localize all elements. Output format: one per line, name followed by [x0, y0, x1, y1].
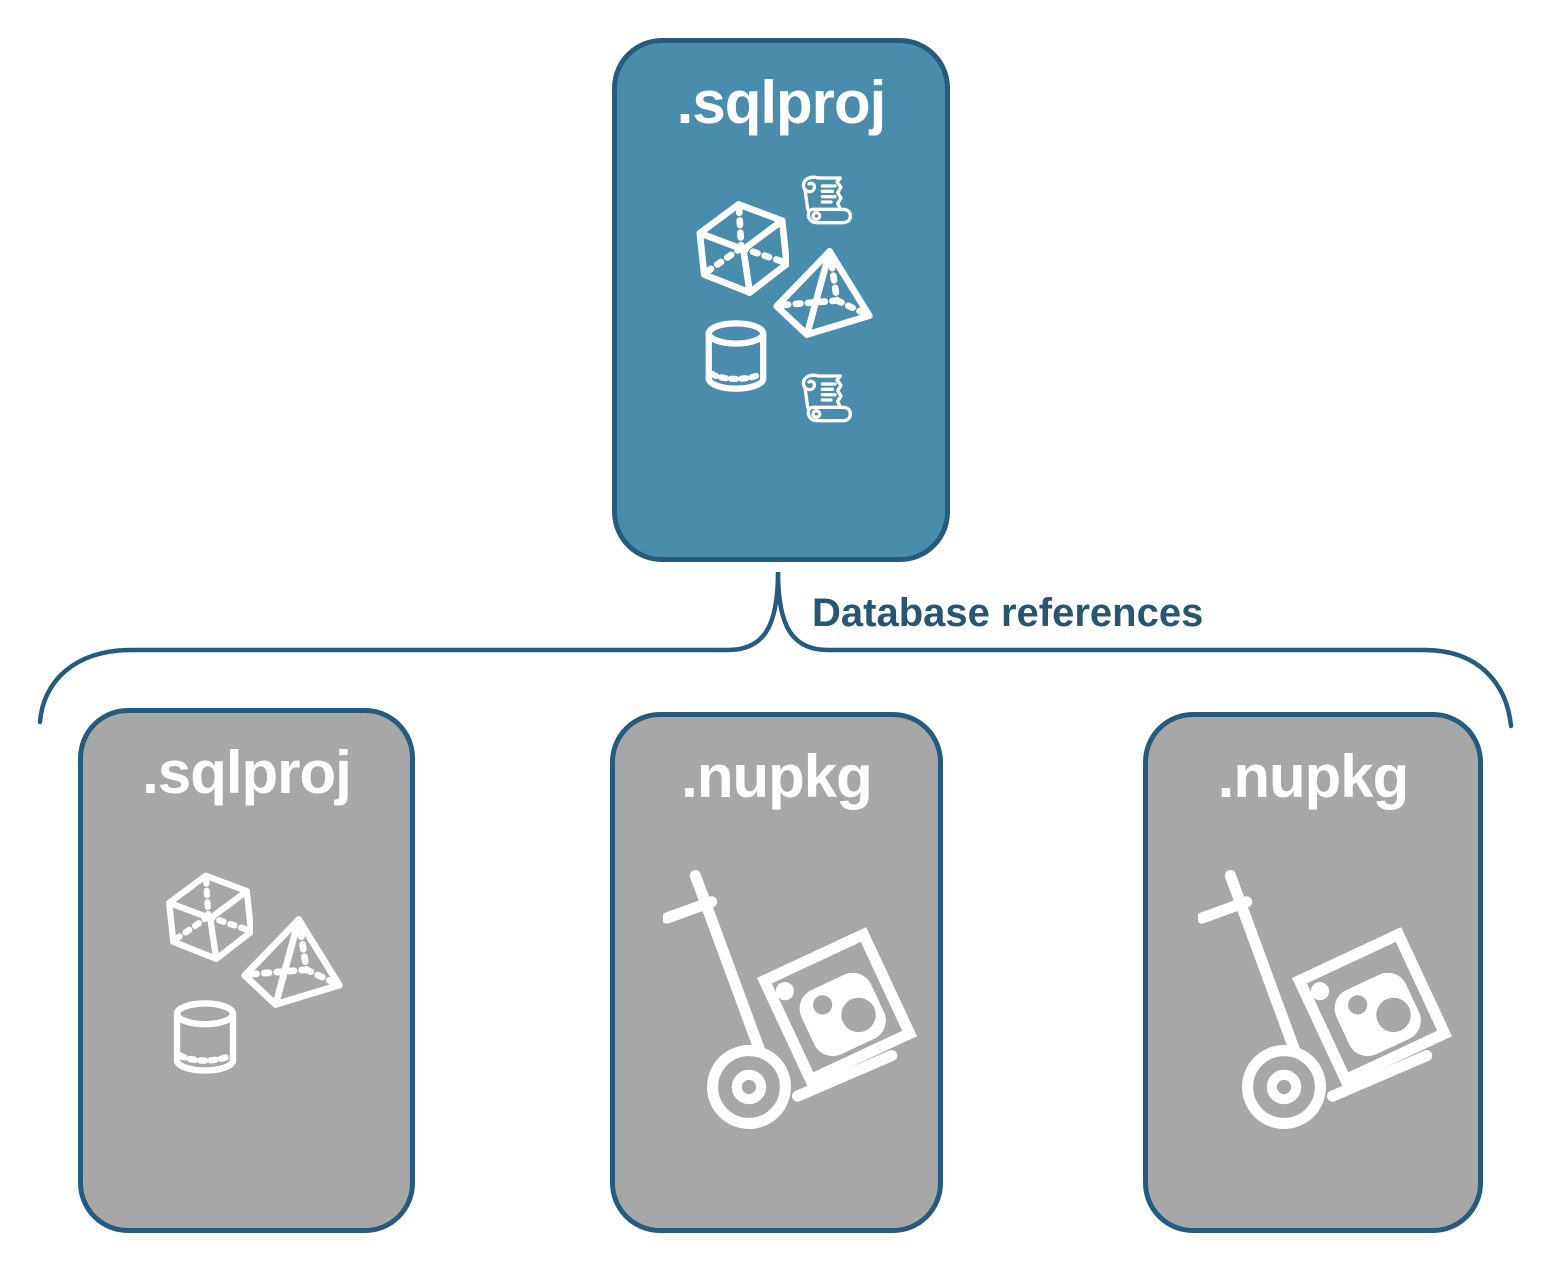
package-dolly-icon	[1198, 867, 1456, 1135]
node-title: .sqlproj	[142, 739, 352, 806]
node-nupkg-2: .nupkg	[1143, 712, 1483, 1233]
brace-connector	[37, 571, 1514, 729]
node-sqlproj-root: .sqlproj	[612, 38, 950, 562]
node-sqlproj-child: .sqlproj	[78, 708, 415, 1233]
node-title: .nupkg	[1217, 743, 1410, 810]
database-cylinder-icon	[169, 995, 241, 1079]
package-dolly-icon	[663, 867, 921, 1135]
connector-label: Database references	[812, 591, 1204, 635]
scroll-icon	[797, 171, 857, 233]
scroll-icon	[797, 369, 857, 431]
pyramid-icon	[239, 913, 345, 1011]
pyramid-icon	[771, 245, 875, 341]
node-title: .sqlproj	[676, 69, 887, 136]
node-title: .nupkg	[681, 743, 873, 810]
database-cylinder-icon	[701, 315, 771, 397]
node-nupkg-1: .nupkg	[610, 712, 943, 1233]
